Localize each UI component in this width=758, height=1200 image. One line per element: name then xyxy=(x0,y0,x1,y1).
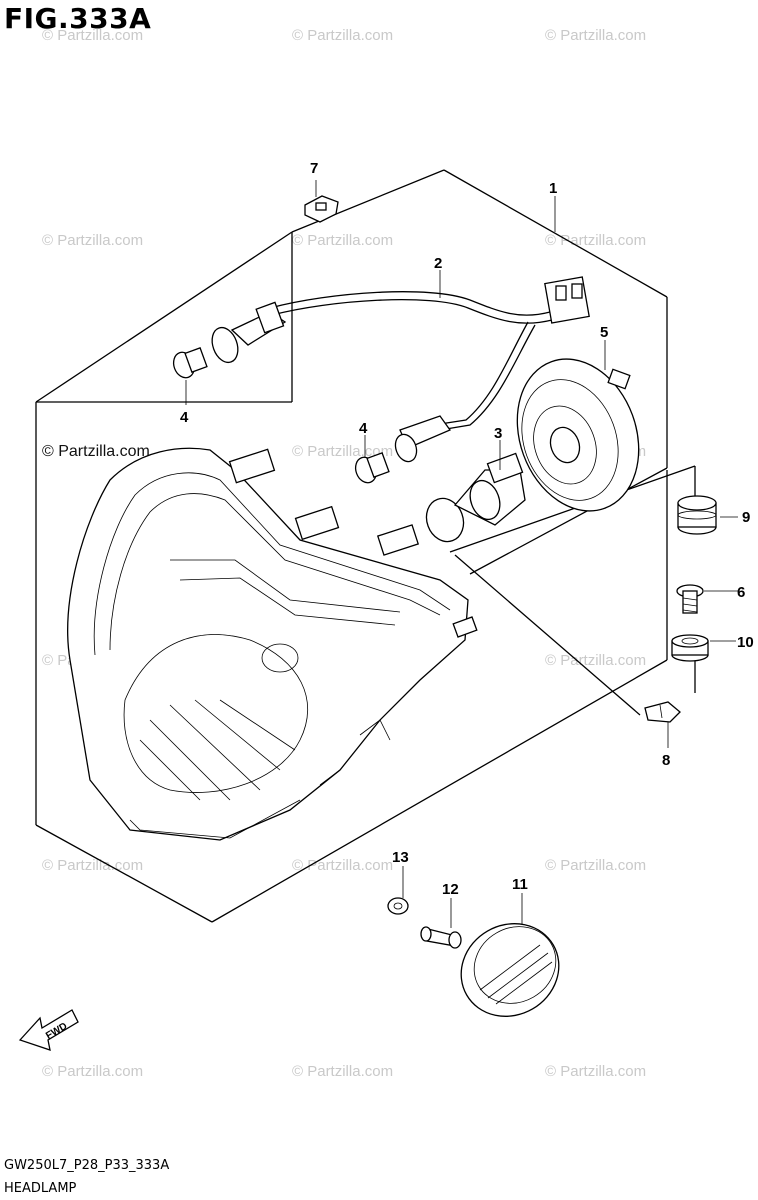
callout-8: 8 xyxy=(662,752,670,769)
watermark: © Partzilla.com xyxy=(545,652,646,669)
figure-code: GW250L7_P28_P33_333A xyxy=(4,1158,170,1173)
callout-3: 3 xyxy=(494,425,502,442)
part-4-bulb-lower xyxy=(354,452,390,484)
watermark: © Partzilla.com xyxy=(545,232,646,249)
callout-5: 5 xyxy=(600,324,608,341)
part-9-grommet xyxy=(677,495,717,535)
callout-11: 11 xyxy=(512,876,528,893)
callout-2: 2 xyxy=(434,255,442,272)
part-6-bolt xyxy=(676,584,704,614)
callout-4-upper: 4 xyxy=(180,409,189,426)
part-10-collar xyxy=(671,634,709,662)
watermark: © Partzilla.com xyxy=(292,443,393,460)
callout-9: 9 xyxy=(742,509,750,526)
callout-4-lower: 4 xyxy=(359,420,368,437)
part-13-washer xyxy=(387,897,409,915)
watermark: © Partzilla.com xyxy=(292,1063,393,1080)
watermark: © Partzilla.com xyxy=(545,857,646,874)
callout-7: 7 xyxy=(310,160,318,177)
watermark: © Partzilla.com xyxy=(292,857,393,874)
callout-12: 12 xyxy=(442,881,459,898)
part-8-nut-clip xyxy=(644,701,681,723)
callout-6: 6 xyxy=(737,584,745,601)
watermark: © Partzilla.com xyxy=(42,27,143,44)
part-3-headlight-bulb xyxy=(425,452,526,543)
part-7-clip xyxy=(304,180,339,223)
headlamp-housing xyxy=(67,447,478,841)
callout-13: 13 xyxy=(392,849,409,866)
watermark: © Partzilla.com xyxy=(545,1063,646,1080)
watermark: © Partzilla.com xyxy=(42,232,143,249)
part-4-bulb-upper xyxy=(172,347,208,379)
watermark: © Partzilla.com xyxy=(545,27,646,44)
part-5-bulb-cover xyxy=(516,358,640,512)
leader-lines xyxy=(185,196,738,928)
callouts: 1 2 3 4 4 5 6 7 8 9 10 11 12 13 xyxy=(180,160,754,898)
watermark: © Partzilla.com xyxy=(42,1063,143,1080)
part-11-reflector xyxy=(460,923,560,1017)
fwd-arrow: FWD xyxy=(18,1009,79,1051)
callout-1: 1 xyxy=(549,180,557,197)
part-2-wiring-harness xyxy=(211,276,590,463)
figure-name: HEADLAMP xyxy=(4,1181,77,1196)
watermark: © Partzilla.com xyxy=(292,27,393,44)
watermark: © Partzilla.com xyxy=(42,857,143,874)
figure-title: FIG.333A xyxy=(4,2,152,35)
part-12-screw xyxy=(420,926,462,949)
watermark: © Partzilla.com xyxy=(292,232,393,249)
watermark-prominent: © Partzilla.com xyxy=(42,443,150,460)
callout-10: 10 xyxy=(737,634,754,651)
assembly-frame xyxy=(35,169,696,923)
